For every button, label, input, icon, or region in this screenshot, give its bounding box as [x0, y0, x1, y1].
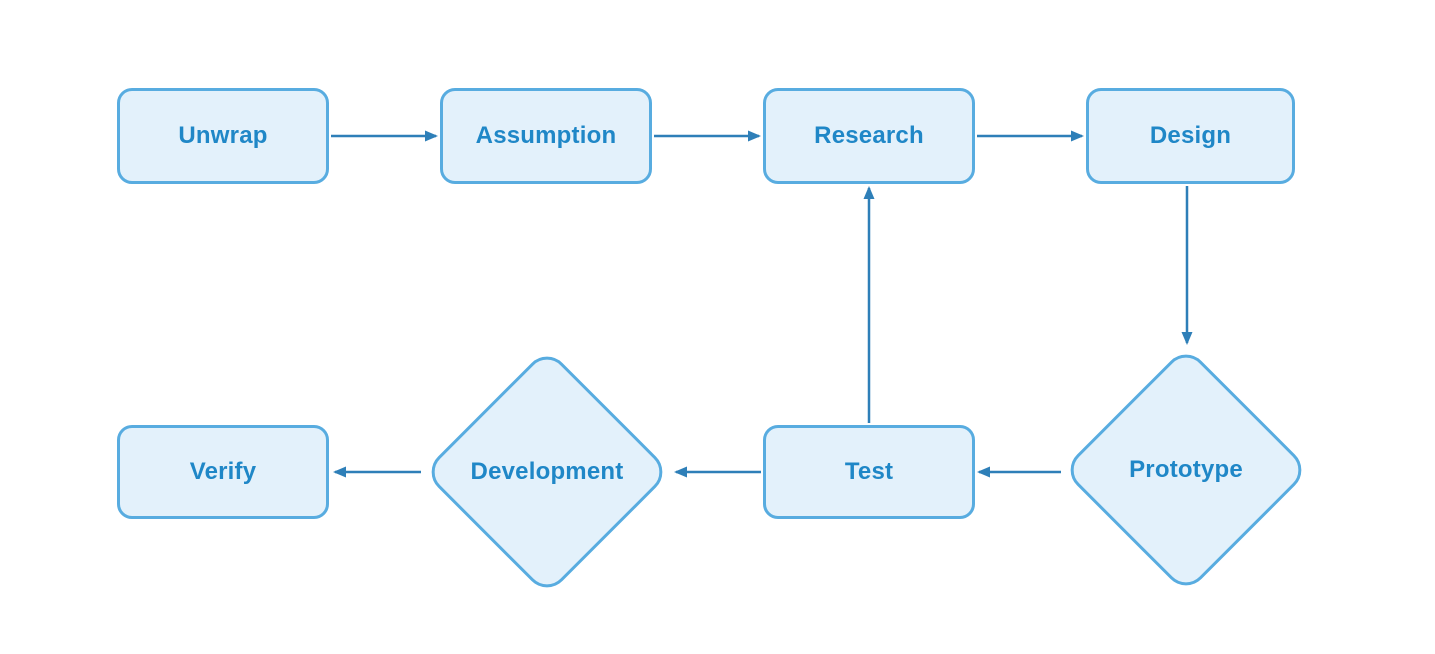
node-design-label: Design	[1149, 122, 1232, 149]
node-test-label: Test	[844, 458, 894, 485]
node-assumption: Assumption	[440, 88, 652, 184]
node-verify-label: Verify	[189, 458, 257, 485]
node-development-label: Development	[470, 458, 624, 485]
node-verify: Verify	[117, 425, 329, 519]
node-development-label-wrap: Development	[437, 452, 657, 492]
node-test: Test	[763, 425, 975, 519]
node-prototype-label: Prototype	[1129, 456, 1243, 483]
node-prototype-label-wrap: Prototype	[1076, 450, 1296, 490]
node-unwrap-label: Unwrap	[178, 122, 268, 149]
node-assumption-label: Assumption	[475, 122, 617, 149]
node-unwrap: Unwrap	[117, 88, 329, 184]
node-research-label: Research	[814, 122, 924, 149]
node-research: Research	[763, 88, 975, 184]
node-design: Design	[1086, 88, 1295, 184]
